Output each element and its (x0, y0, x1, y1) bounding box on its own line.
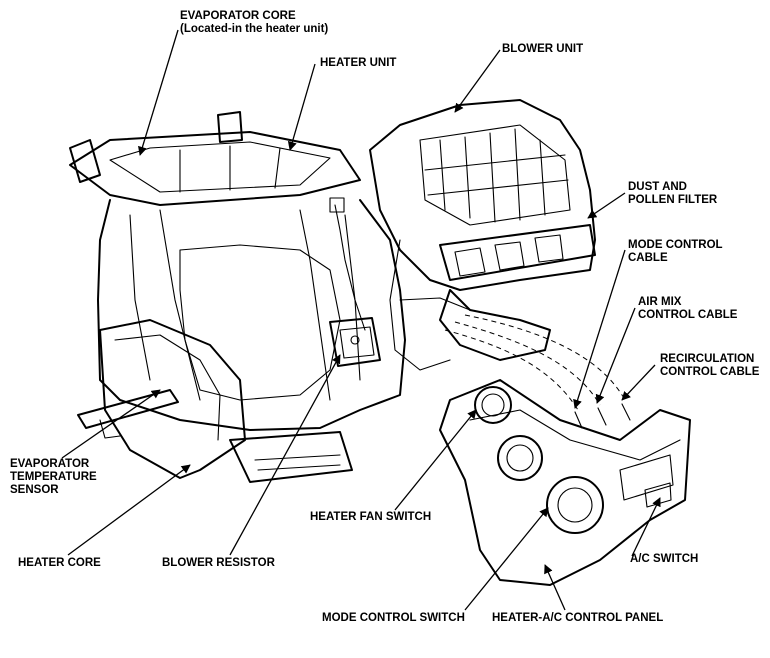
ac-switch-label: A/C SWITCH (630, 553, 699, 565)
evaporator-temperature-sensor-label: EVAPORATOR TEMPERATURE SENSOR (10, 458, 97, 497)
evap-sensor-line-1: EVAPORATOR (10, 458, 90, 470)
dust-filter-line-2: POLLEN FILTER (628, 194, 718, 206)
recirculation-control-cable-label: RECIRCULATION CONTROL CABLE (660, 353, 759, 379)
heater-unit-drawing (69, 111, 406, 483)
air-mix-line-1: AIR MIX (638, 296, 682, 308)
heater-fan-switch-label: HEATER FAN SWITCH (310, 511, 432, 523)
blower-unit-label: BLOWER UNIT (502, 43, 584, 55)
mode-cable-line-2: CABLE (628, 252, 668, 264)
recirc-line-2: CONTROL CABLE (660, 366, 760, 378)
heater-core-label: HEATER CORE (18, 557, 101, 569)
blower-unit-drawing (369, 99, 596, 371)
evap-sensor-line-3: SENSOR (10, 484, 59, 496)
evaporator-core-note: (Located-in the heater unit) (180, 23, 329, 35)
evap-sensor-line-2: TEMPERATURE (10, 471, 97, 483)
mode-control-switch-label: MODE CONTROL SWITCH (322, 612, 465, 624)
control-panel-drawing (439, 314, 691, 586)
air-mix-line-2: CONTROL CABLE (638, 309, 738, 321)
dust-filter-line-1: DUST AND (628, 181, 687, 193)
heater-ac-control-panel-label: HEATER-A/C CONTROL PANEL (492, 612, 664, 624)
mode-control-cable-label: MODE CONTROL CABLE (628, 239, 723, 265)
mode-cable-line-1: MODE CONTROL (628, 239, 723, 251)
air-mix-control-cable-label: AIR MIX CONTROL CABLE (638, 296, 737, 322)
leader-lines (61, 29, 661, 611)
dust-pollen-filter-label: DUST AND POLLEN FILTER (628, 181, 717, 207)
blower-resistor-label: BLOWER RESISTOR (162, 557, 275, 569)
blower-resistor-drawing (329, 317, 381, 367)
evaporator-core-title: EVAPORATOR CORE (180, 10, 296, 22)
evaporator-core-label: EVAPORATOR CORE (Located-in the heater u… (180, 10, 328, 36)
recirc-line-1: RECIRCULATION (660, 353, 755, 365)
heater-unit-label: HEATER UNIT (320, 57, 397, 69)
